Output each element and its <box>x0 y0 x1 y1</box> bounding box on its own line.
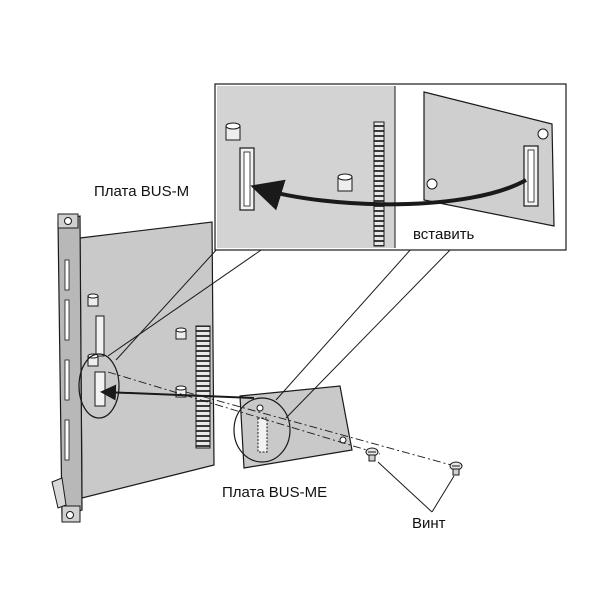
board-connector <box>95 315 105 357</box>
zoom-leader-line <box>107 247 265 357</box>
zoom-leader-line <box>275 247 413 401</box>
insertion-arrow <box>100 384 255 401</box>
zoom-leader-line <box>115 247 219 361</box>
inset-standoff <box>337 173 353 192</box>
standoff <box>87 293 99 307</box>
label-bus-me-board: Плата BUS-ME <box>222 484 328 501</box>
bus-me-mount-hole <box>256 404 264 412</box>
zoom-leader-line <box>285 247 453 419</box>
top-screw-hole <box>64 217 72 225</box>
board-faceplate <box>57 215 83 519</box>
alignment-line <box>107 371 381 455</box>
label-insert: вставить <box>413 226 475 243</box>
bus-m-board <box>51 213 215 523</box>
inset-standoff <box>225 122 241 141</box>
board-connector-target <box>94 371 106 407</box>
zoom-circle-bus-m <box>78 353 120 419</box>
zoom-circle-bus-me <box>233 397 291 463</box>
standoff <box>175 327 187 340</box>
faceplate-slot <box>64 419 70 461</box>
faceplate-slot <box>64 299 70 341</box>
screw-pointer-line <box>377 461 433 513</box>
inset-bus-me-card <box>423 91 555 227</box>
zoom-inset <box>214 83 567 251</box>
ejector-lever <box>51 477 67 509</box>
faceplate-slot <box>64 359 70 401</box>
inset-insert-arrow <box>250 178 527 211</box>
inset-card-hole <box>426 178 438 190</box>
bus-m-board-face <box>79 221 215 499</box>
bus-me-board-face <box>239 385 353 469</box>
faceplate-slot <box>64 259 70 291</box>
inset-card-hole <box>537 128 549 140</box>
bottom-screw-hole <box>66 511 74 519</box>
inset-pin-strip <box>373 121 385 247</box>
bus-me-connector <box>257 417 268 453</box>
screw-pointer-line <box>431 475 455 513</box>
screw-icon <box>449 461 463 476</box>
backplane-connector <box>195 325 211 449</box>
label-bus-m-board: Плата BUS-M <box>94 183 190 200</box>
bus-me-board <box>239 385 353 469</box>
label-screw: Винт <box>412 515 446 532</box>
screw-icon <box>365 447 379 462</box>
